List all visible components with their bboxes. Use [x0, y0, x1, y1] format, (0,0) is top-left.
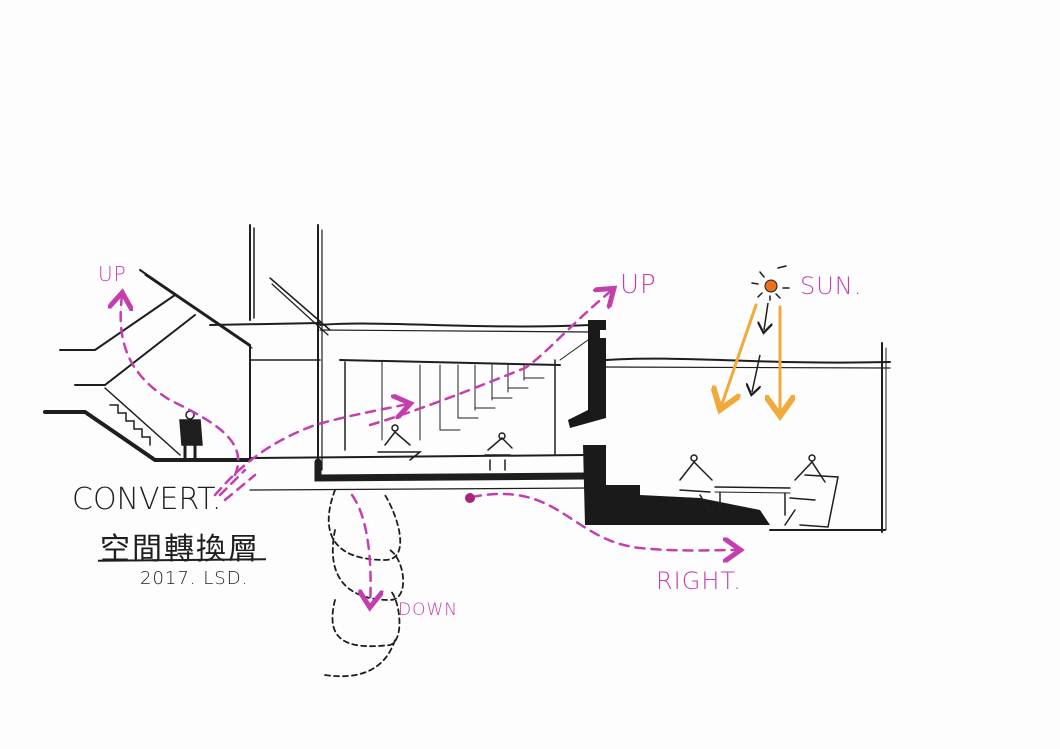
right-label: RIGHT. — [656, 567, 742, 595]
middle-room — [249, 322, 596, 491]
start-dot — [465, 493, 475, 503]
signature: 2017. LSD. — [140, 568, 249, 589]
up-label-left: UP — [98, 262, 127, 286]
sun-direction-arrows — [752, 302, 768, 392]
left-stair-structure — [43, 269, 321, 462]
up-label-middle: UP — [620, 270, 657, 300]
title-convert: CONVERT. — [72, 482, 222, 517]
sun-label: SUN. — [800, 272, 863, 300]
spiral-stair-below — [324, 489, 405, 678]
columns — [249, 224, 331, 471]
right-wall-mass — [568, 320, 770, 525]
sunlight-rays — [722, 303, 780, 410]
figures — [179, 410, 826, 526]
down-label: DOWN — [398, 600, 458, 620]
circulation-arrows — [121, 290, 738, 605]
sun-icon — [751, 265, 790, 301]
